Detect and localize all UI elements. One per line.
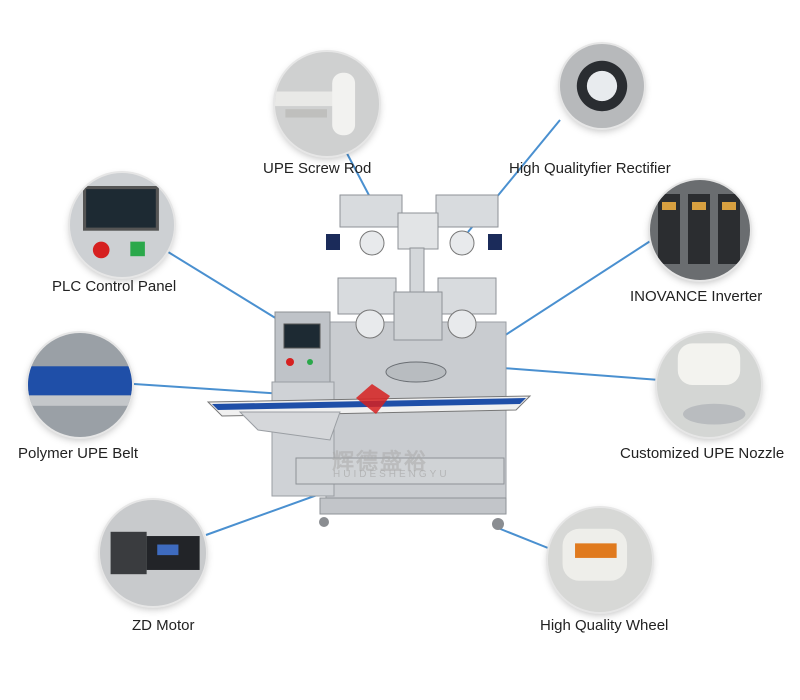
hopper-right [435, 194, 499, 228]
brand-logo [356, 384, 390, 414]
control-screen [283, 323, 321, 349]
motor-photo [100, 500, 206, 606]
base-frame [319, 497, 507, 515]
label-screw-rod: UPE Screw Rod [263, 160, 372, 177]
label-wheel: High Quality Wheel [540, 617, 669, 634]
belt-photo [28, 333, 132, 437]
label-rectifier: High Qualityfier Rectifier [509, 160, 671, 177]
screw-rod-photo [275, 52, 379, 156]
start-knob [307, 359, 313, 365]
watermark-cn: 辉德盛裕 [332, 449, 429, 474]
caster-right [492, 518, 504, 530]
hopper-left [339, 194, 403, 228]
label-belt: Polymer UPE Belt [18, 445, 139, 462]
label-motor: ZD Motor [132, 617, 195, 634]
label-nozzle: Customized UPE Nozzle [620, 445, 785, 462]
nozzle-photo [657, 333, 761, 437]
motor-cap-right [488, 234, 502, 250]
caster-left [319, 517, 329, 527]
mid-pump-left [355, 309, 385, 339]
inverter-photo [650, 180, 750, 280]
leader-line-wheel [497, 527, 559, 553]
output-tray [295, 457, 505, 485]
nozzle-block [393, 291, 443, 341]
mid-hopper-right [437, 277, 497, 315]
pump-right [449, 230, 475, 256]
mid-hopper-left [337, 277, 397, 315]
stop-knob [286, 358, 294, 366]
watermark-en: HUIDESHENGYU [333, 469, 450, 480]
rectifier-photo [560, 44, 644, 128]
shutter-disc [385, 361, 447, 383]
hopper-center [397, 212, 439, 250]
leader-line-inverter [489, 237, 656, 346]
wheel-photo [548, 508, 652, 612]
label-inverter: INOVANCE Inverter [630, 288, 763, 305]
plc-panel-photo [70, 173, 174, 277]
belt-support [238, 411, 341, 441]
motor-cap-left [326, 234, 340, 250]
label-plc-panel: PLC Control Panel [52, 278, 177, 295]
pump-left [359, 230, 385, 256]
leader-line-plc [159, 246, 291, 328]
mid-pump-right [447, 309, 477, 339]
